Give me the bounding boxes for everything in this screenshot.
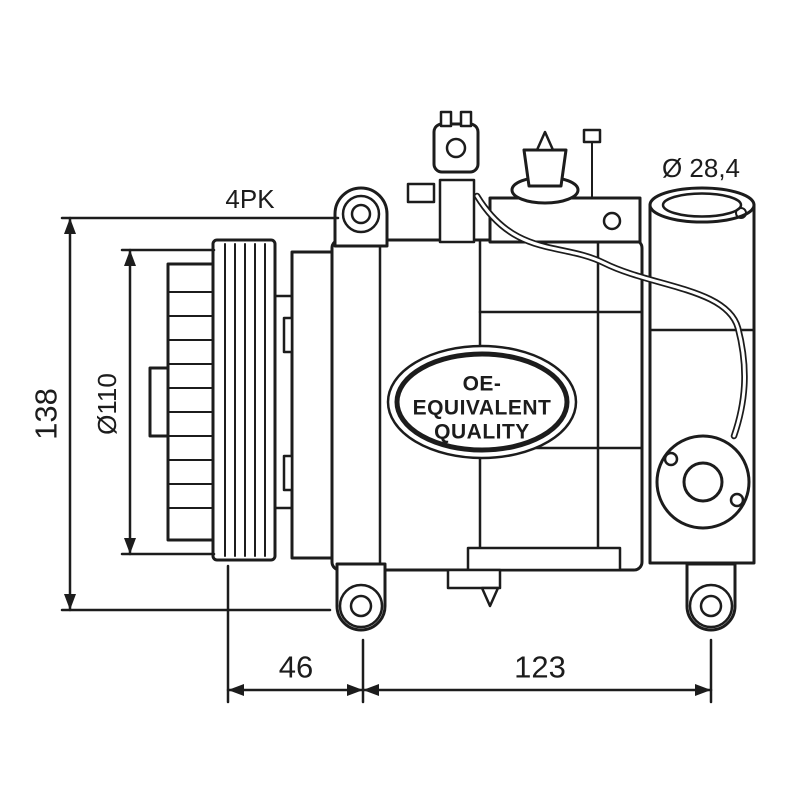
oe-badge-outer (386, 344, 578, 460)
foot-right-ring (688, 583, 734, 629)
fitting-flange (655, 434, 751, 530)
front-plate (290, 250, 336, 560)
dim-138-arrow-top (64, 218, 76, 234)
fitting-bolt-hole-left (663, 451, 679, 467)
mounting-ear-hole (350, 203, 372, 225)
dim-46-arrow-left (228, 684, 244, 696)
clutch-stack (166, 262, 216, 542)
connector-pin-right (459, 110, 473, 128)
fitting-port (682, 461, 724, 503)
mounting-ear-ring (341, 194, 381, 234)
bleed-screw (582, 128, 602, 144)
dim-138-label: 138 (29, 388, 64, 440)
electrical-connector (432, 122, 480, 174)
fitting-bolt-hole-right (729, 492, 745, 508)
rear-head-bolt (602, 211, 622, 231)
dim-46-arrow-right (347, 684, 363, 696)
dimension-138 (60, 216, 340, 612)
dimension-123 (361, 638, 713, 704)
dim-110-arrow-bottom (124, 538, 136, 554)
bottom-tab (446, 568, 502, 590)
port-diameter-label: Ø 28,4 (662, 153, 740, 183)
oe-badge-inner-ring (394, 351, 570, 453)
dim-123-arrow-left (363, 684, 379, 696)
dim-123-label: 123 (514, 650, 566, 685)
dim-110-arrow-top (124, 250, 136, 266)
belt-type-label: 4PK (225, 184, 275, 214)
front-plate-bump-bottom (282, 454, 294, 492)
foot-left-ring (338, 583, 384, 629)
badge-line-2: EQUIVALENT (413, 397, 552, 420)
foot-left-hole (349, 594, 373, 618)
clutch-rib-lines (167, 291, 215, 509)
badge-line-1: OE- (463, 373, 502, 396)
bottom-drain-point (480, 586, 500, 608)
filler-cap-tab (535, 130, 555, 152)
dimension-110 (120, 248, 216, 556)
foot-right-hole (699, 594, 723, 618)
rear-head-top (488, 196, 642, 244)
connector-stem (438, 178, 476, 244)
dimension-46 (226, 564, 365, 704)
body-section-lines (378, 238, 644, 572)
wire-harness-inner (475, 194, 746, 438)
dim-110-label: Ø110 (92, 373, 122, 435)
connector-socket (445, 137, 467, 159)
filler-cap (522, 148, 568, 188)
pulley-groove-lines (224, 243, 266, 557)
port-opening-inner (661, 192, 743, 218)
badge-line-3: QUALITY (434, 421, 530, 444)
dim-46-label: 46 (279, 650, 313, 685)
connector-bracket (406, 182, 436, 204)
dim-123-arrow-right (695, 684, 711, 696)
dim-138-arrow-bottom (64, 594, 76, 610)
front-plate-bump-top (282, 316, 294, 354)
body-bottom-step (466, 546, 622, 572)
connector-pin-left (439, 110, 453, 128)
port-bolt (735, 207, 747, 219)
